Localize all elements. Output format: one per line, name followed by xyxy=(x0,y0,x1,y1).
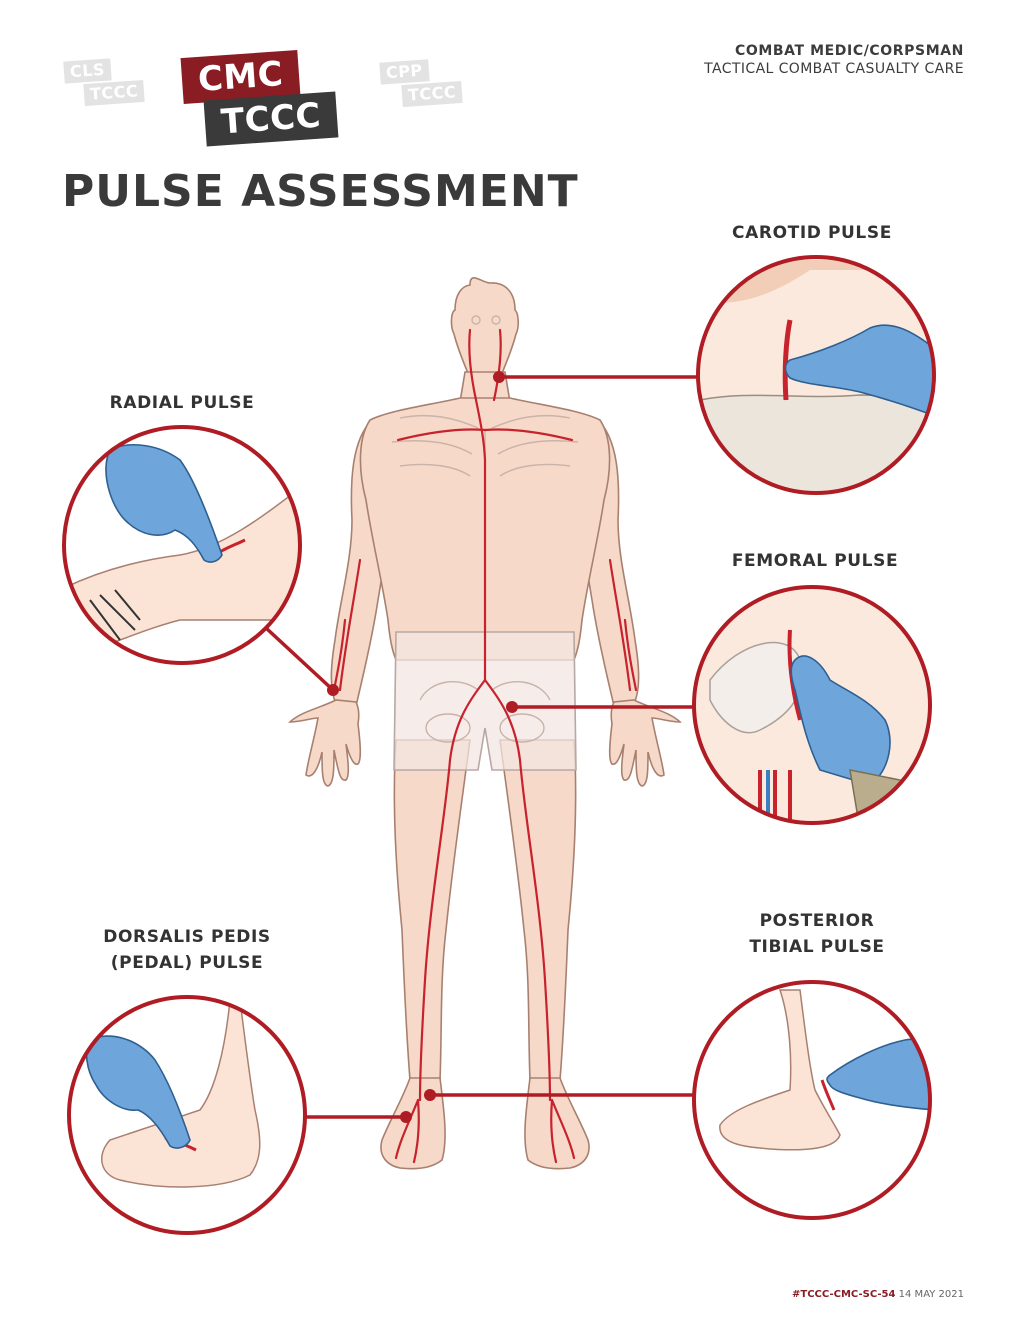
radial-pulse-label: RADIAL PULSE xyxy=(109,393,255,413)
page-title: PULSE ASSESSMENT xyxy=(62,166,579,217)
tibial-point xyxy=(424,1089,436,1101)
left-hand xyxy=(288,699,362,787)
radial-detail-circle xyxy=(62,425,302,665)
pedal-label-line1: DORSALIS PEDIS xyxy=(103,927,271,947)
head xyxy=(450,276,520,379)
femoral-glove-hand xyxy=(790,655,891,786)
left-foot xyxy=(380,1077,446,1170)
tibial-detail-circle xyxy=(692,980,932,1220)
pedal-pulse-label: DORSALIS PEDIS (PEDAL) PULSE xyxy=(72,924,302,976)
carotid-detail-circle xyxy=(696,255,936,495)
tibial-label-line1: POSTERIOR xyxy=(759,911,875,931)
document-date: 14 MAY 2021 xyxy=(898,1289,964,1300)
tibial-label-line2: TIBIAL PULSE xyxy=(749,937,885,957)
footer: #TCCC-CMC-SC-54 14 MAY 2021 xyxy=(792,1289,964,1300)
right-foot xyxy=(524,1077,590,1170)
shorts xyxy=(393,631,577,771)
connector-lines xyxy=(264,375,698,1119)
tibial-glove-hand xyxy=(826,1038,930,1111)
pedal-label-line2: (PEDAL) PULSE xyxy=(110,953,264,973)
carotid-pulse-label: CAROTID PULSE xyxy=(732,223,892,243)
femoral-detail-circle xyxy=(692,585,932,825)
pulse-points xyxy=(327,371,518,1123)
tibial-pulse-label: POSTERIOR TIBIAL PULSE xyxy=(712,908,922,960)
pedal-point xyxy=(400,1111,412,1123)
radial-point xyxy=(327,684,339,696)
arteries xyxy=(332,328,638,1164)
carotid-point xyxy=(493,371,505,383)
femoral-point xyxy=(506,701,518,713)
document-code: #TCCC-CMC-SC-54 xyxy=(792,1289,896,1300)
body-figure xyxy=(288,276,682,1170)
carotid-glove-hand xyxy=(784,324,934,422)
org-name: COMBAT MEDIC/CORPSMAN xyxy=(734,43,964,59)
right-hand xyxy=(608,699,682,787)
pedal-glove-hand xyxy=(85,1035,191,1149)
femoral-pulse-label: FEMORAL PULSE xyxy=(731,551,899,571)
pedal-detail-circle xyxy=(67,995,307,1235)
org-subtitle: TACTICAL COMBAT CASUALTY CARE xyxy=(704,61,964,77)
radial-glove-hand xyxy=(105,444,223,563)
